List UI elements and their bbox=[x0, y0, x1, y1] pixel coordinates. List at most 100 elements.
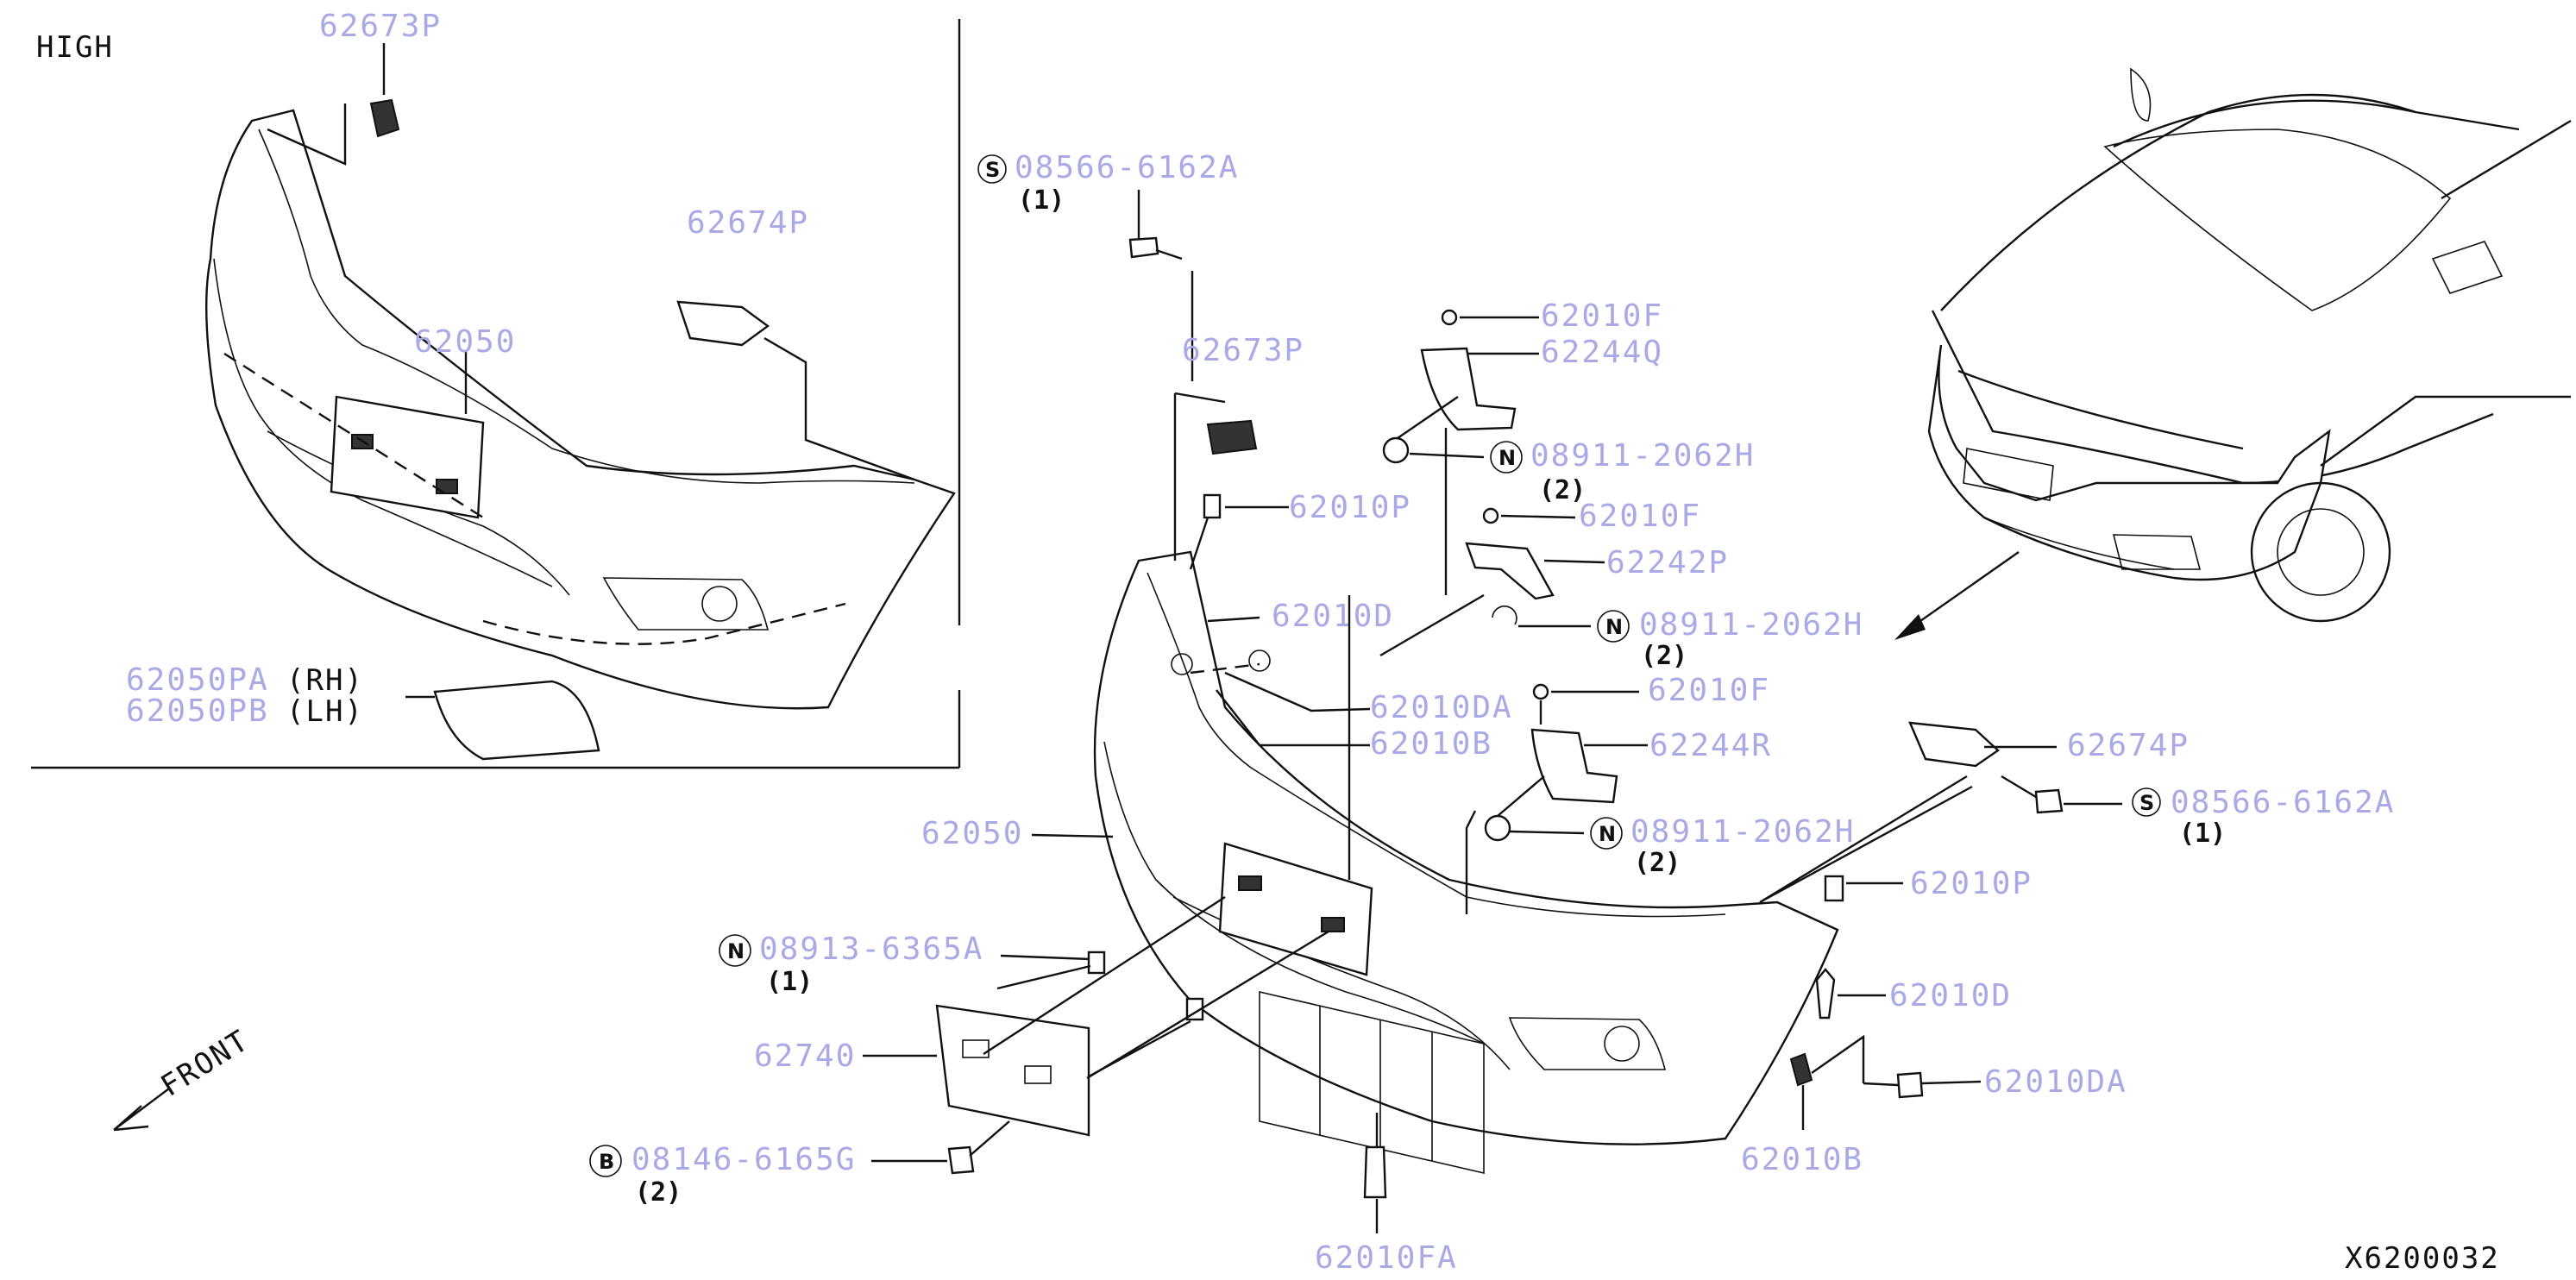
clip-icon bbox=[1482, 507, 1499, 524]
nut-icon bbox=[1382, 436, 1410, 464]
variant-label: HIGH bbox=[36, 30, 114, 65]
inset-label-62050PA-side: (RH) bbox=[286, 663, 364, 698]
clip-icon bbox=[1248, 649, 1271, 672]
svg-text:62010P: 62010P bbox=[1910, 866, 2033, 901]
clip-icon bbox=[1789, 1052, 1813, 1087]
fastener-icon bbox=[1363, 1145, 1387, 1199]
bracket-icon bbox=[1530, 728, 1618, 804]
svg-text:N: N bbox=[1498, 446, 1516, 470]
callout-62010B-1: 62010B bbox=[1216, 689, 1492, 762]
svg-text:(1): (1) bbox=[2179, 819, 2226, 849]
clip-icon bbox=[1171, 653, 1193, 675]
front-arrow: FRONT bbox=[113, 1023, 255, 1132]
callout-bolt: B 08146-6165G (2) bbox=[589, 1120, 1010, 1208]
inset-label-62674P: 62674P bbox=[687, 205, 809, 241]
svg-text:62674P: 62674P bbox=[2067, 728, 2190, 763]
svg-text:62010B: 62010B bbox=[1741, 1142, 1863, 1177]
screw-icon bbox=[1896, 1071, 1924, 1099]
bracket-icon bbox=[1420, 347, 1517, 431]
bolt-icon bbox=[947, 1145, 975, 1175]
inset-label-62050PB: 62050PB bbox=[126, 693, 269, 729]
svg-text:62010DA: 62010DA bbox=[1984, 1064, 2127, 1100]
callout-62010B-2: 62010B bbox=[1741, 1052, 1863, 1177]
svg-text:62244Q: 62244Q bbox=[1541, 335, 1663, 370]
svg-text:62010DA: 62010DA bbox=[1370, 690, 1513, 725]
inset-high-grade: HIGH 62673P 62674P 62050 bbox=[31, 9, 961, 769]
svg-text:(1): (1) bbox=[766, 967, 813, 997]
svg-text:62010F: 62010F bbox=[1648, 673, 1770, 708]
inset-label-62050PB-side: (LH) bbox=[286, 694, 364, 729]
svg-text:62010FA: 62010FA bbox=[1315, 1240, 1458, 1276]
label-screw-top: 08566-6162A bbox=[1015, 150, 1239, 185]
callout-62010FA: 62010FA bbox=[1315, 1113, 1458, 1276]
inset-fog-bezel bbox=[433, 680, 600, 761]
front-label: FRONT bbox=[155, 1023, 255, 1103]
nut-icon bbox=[1484, 814, 1511, 842]
label-62050: 62050 bbox=[921, 816, 1023, 851]
svg-text:(1): (1) bbox=[1018, 185, 1065, 216]
callout-62010P-2: 62010P bbox=[1824, 866, 2033, 902]
svg-text:62010F: 62010F bbox=[1579, 499, 1701, 534]
svg-text:S: S bbox=[2139, 791, 2154, 815]
inset-label-62050: 62050 bbox=[414, 324, 516, 360]
svg-text:(2): (2) bbox=[1634, 848, 1681, 878]
bracket-icon bbox=[1908, 721, 2000, 768]
cap-icon bbox=[1824, 875, 1844, 902]
inset-bumper bbox=[205, 109, 956, 710]
callout-nut-1: N 08911-2062H (2) bbox=[1382, 396, 1753, 505]
callout-62244R: 62244R bbox=[1530, 728, 1772, 804]
label-62740: 62740 bbox=[754, 1038, 856, 1074]
callout-62010DA-1: 62010DA bbox=[1224, 671, 1513, 725]
callout-screw-top: S 08566-6162A (1) bbox=[977, 150, 1239, 381]
svg-text:(2): (2) bbox=[1641, 641, 1687, 671]
callout-nut-2: N 08911-2062H (2) bbox=[1492, 605, 1863, 671]
main-bumper: 62050 bbox=[921, 550, 1839, 1175]
callout-62010F-2: 62010F bbox=[1482, 499, 1701, 534]
svg-text:62010B: 62010B bbox=[1370, 726, 1492, 762]
inset-bracket-62674P bbox=[676, 300, 770, 347]
svg-text:(2): (2) bbox=[635, 1177, 682, 1208]
svg-text:62010F: 62010F bbox=[1541, 298, 1663, 334]
callout-62010DA-2: 62010DA bbox=[1811, 1034, 2127, 1100]
inset-label-62673P: 62673P bbox=[319, 9, 442, 44]
svg-text:08913-6365A: 08913-6365A bbox=[759, 932, 983, 967]
svg-text:62010D: 62010D bbox=[1272, 599, 1394, 634]
svg-text:08566-6162A: 08566-6162A bbox=[2171, 785, 2395, 820]
callout-clip-62673P: 62673P bbox=[1173, 333, 1303, 561]
callout-screw-right: S 08566-6162A (1) bbox=[2001, 775, 2395, 849]
inset-clip-62673P bbox=[369, 98, 400, 138]
screw-icon bbox=[2034, 788, 2064, 814]
svg-text:62242P: 62242P bbox=[1606, 545, 1729, 580]
vehicle-locator bbox=[1894, 67, 2572, 640]
callout-nut-plate: N 08913-6365A (1) bbox=[719, 932, 1204, 1021]
svg-text:08911-2062H: 08911-2062H bbox=[1630, 814, 1855, 850]
bracket-icon bbox=[1465, 542, 1555, 600]
svg-text:62010D: 62010D bbox=[1889, 978, 2012, 1013]
clip-icon bbox=[1532, 683, 1549, 700]
callout-62010F-3: 62010F bbox=[1532, 673, 1770, 725]
clip-icon bbox=[1441, 309, 1458, 326]
diagram-code: X6200032 bbox=[2345, 1241, 2500, 1276]
nut-icon bbox=[1087, 951, 1106, 975]
callout-nut-3: N 08911-2062H (2) bbox=[1465, 775, 1855, 914]
svg-text:N: N bbox=[1605, 615, 1623, 639]
callout-62010F-1: 62010F bbox=[1441, 298, 1663, 334]
license-plate-bracket-62740: 62740 bbox=[754, 895, 1329, 1137]
clip-icon bbox=[1815, 968, 1836, 1020]
callout-62010D-2: 62010D bbox=[1815, 968, 2012, 1020]
callout-62244Q: 62244Q bbox=[1420, 335, 1663, 595]
skid-plate bbox=[1259, 990, 1485, 1175]
svg-text:08911-2062H: 08911-2062H bbox=[1639, 607, 1863, 643]
callout-62010P-1: 62010P bbox=[1189, 490, 1411, 570]
nut-icon bbox=[1492, 605, 1517, 625]
svg-text:N: N bbox=[1599, 822, 1616, 846]
svg-text:N: N bbox=[727, 939, 745, 963]
screw-icon bbox=[1128, 236, 1159, 259]
svg-text:62244R: 62244R bbox=[1649, 728, 1772, 763]
svg-text:08146-6165G: 08146-6165G bbox=[631, 1142, 856, 1177]
svg-text:S: S bbox=[985, 158, 1000, 182]
inset-label-62050PA: 62050PA bbox=[126, 662, 269, 698]
svg-text:(2): (2) bbox=[1539, 475, 1586, 505]
svg-text:62010P: 62010P bbox=[1289, 490, 1411, 525]
